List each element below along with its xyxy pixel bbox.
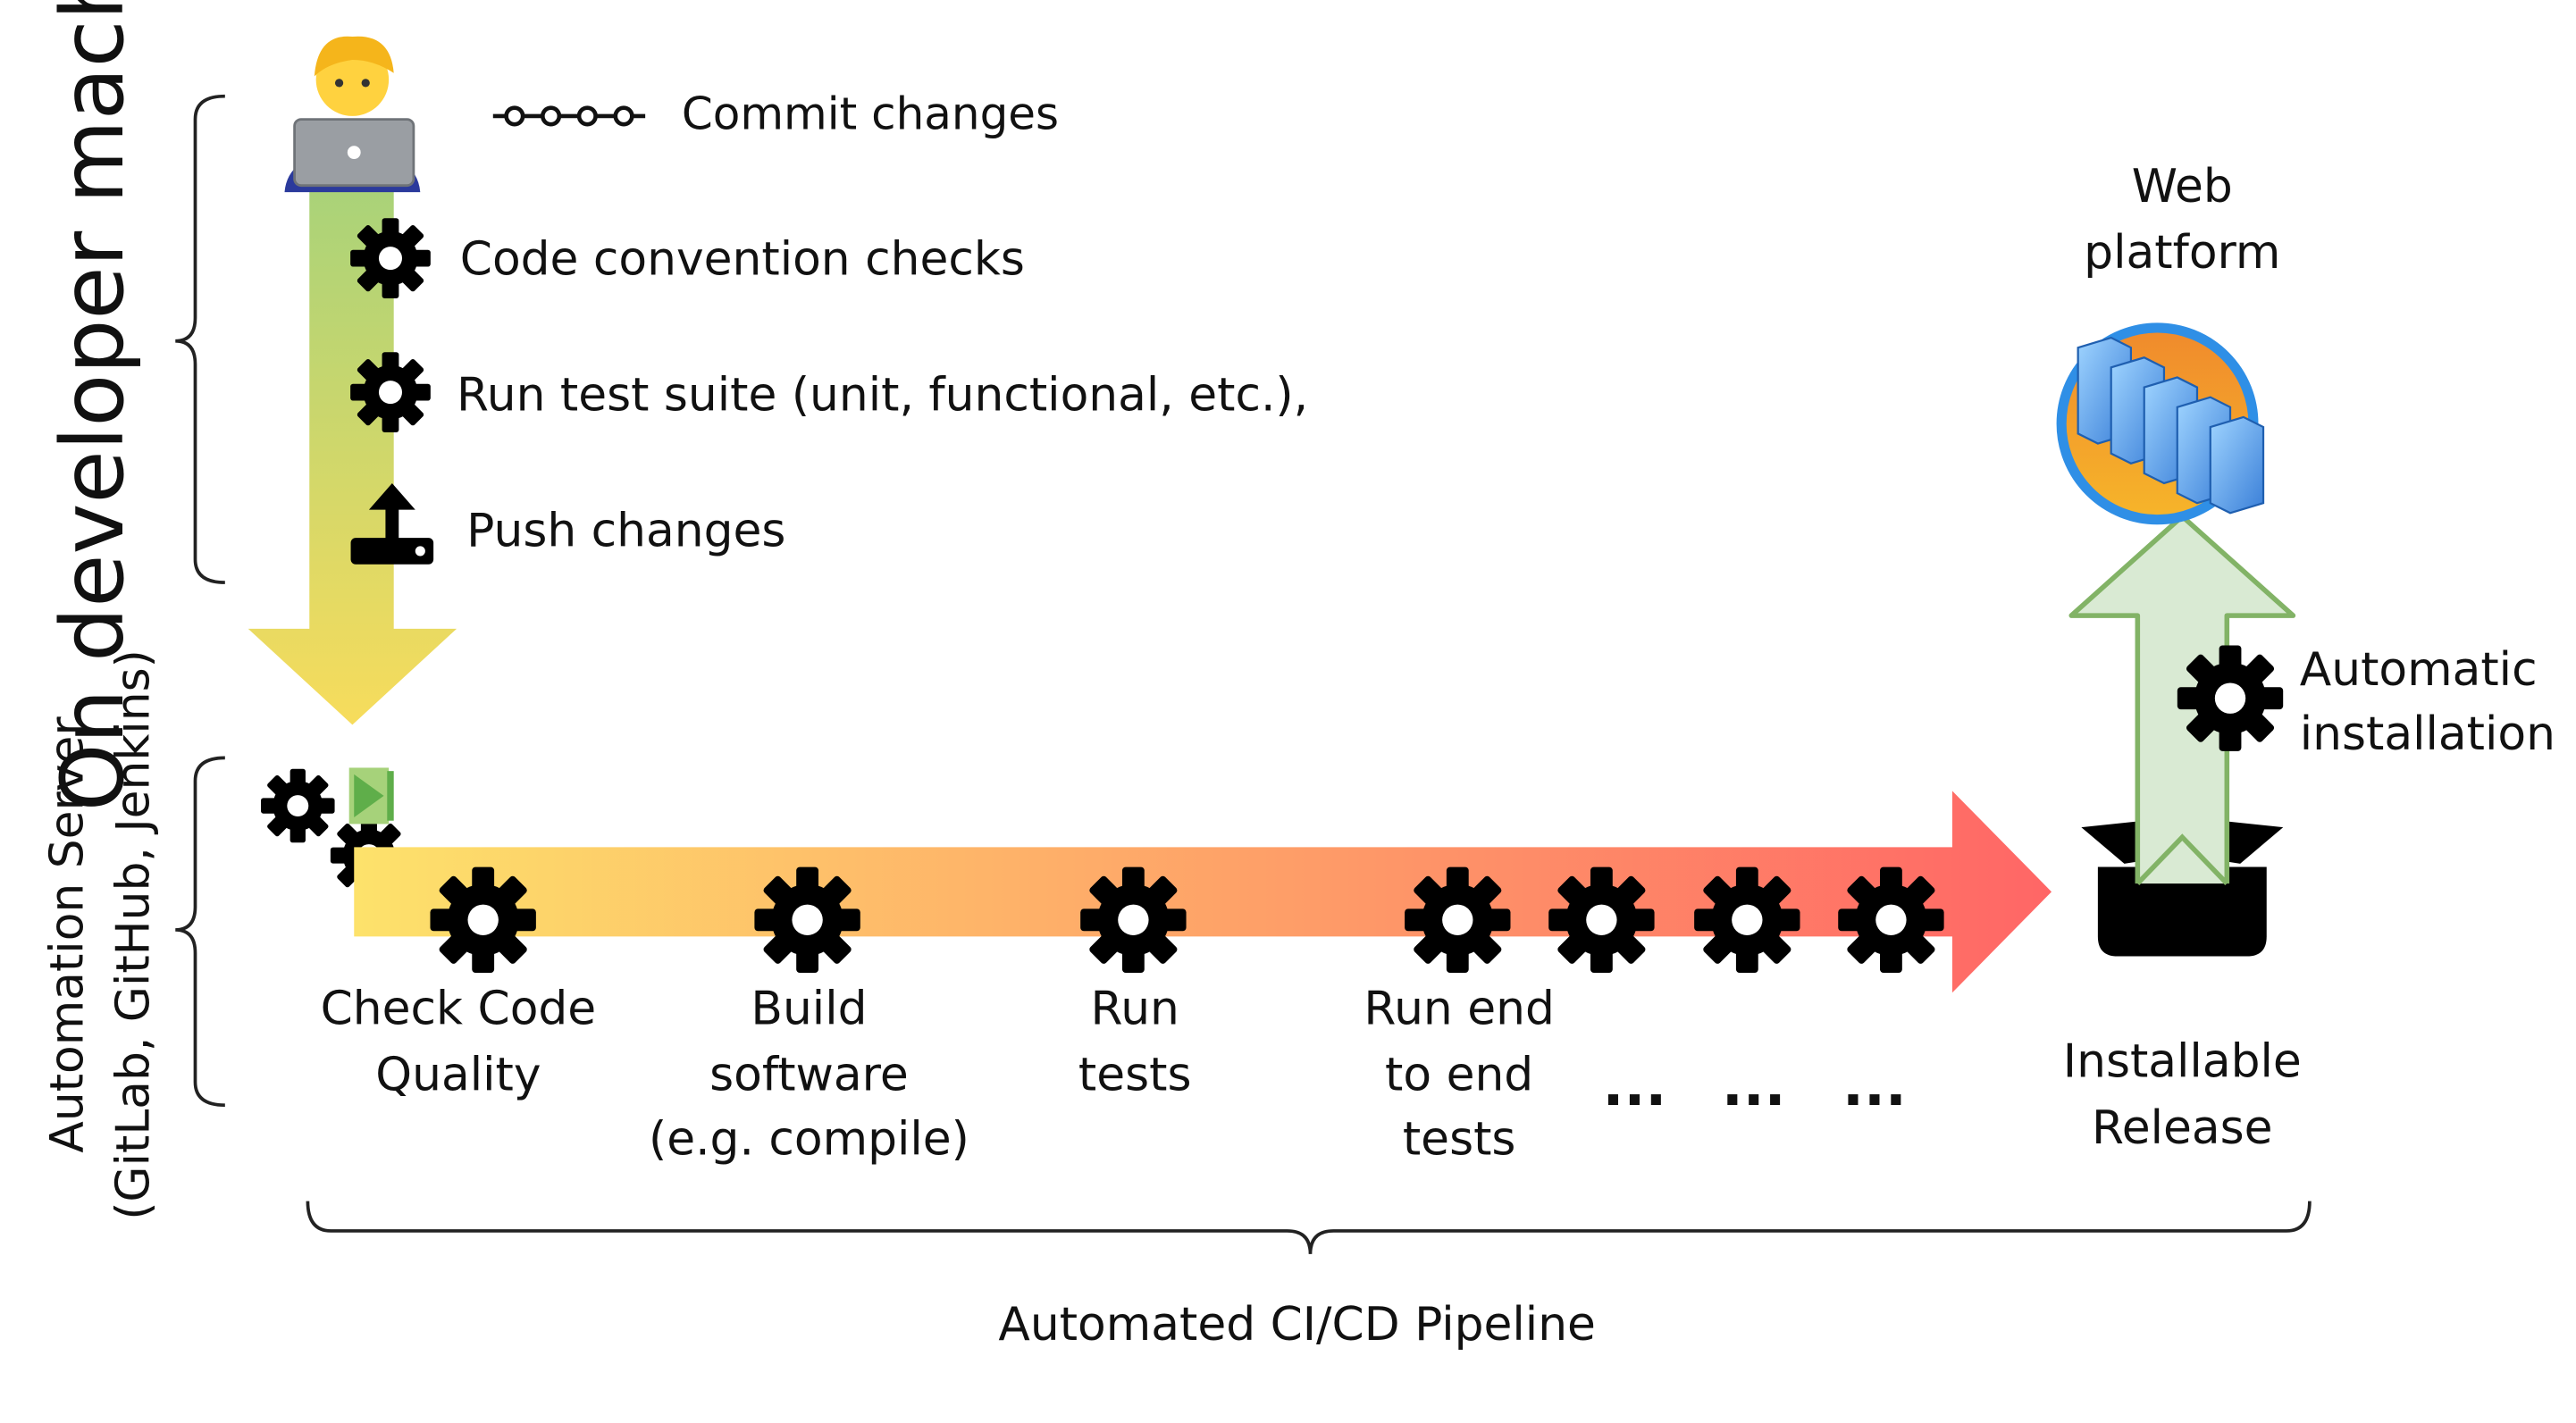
stage-check-code-quality: Check Code Quality bbox=[321, 982, 597, 1101]
developer-avatar bbox=[284, 36, 421, 193]
release-label-line2: Release bbox=[2092, 1101, 2273, 1155]
test-suite-label: Run test suite (unit, functional, etc.), bbox=[457, 369, 1308, 423]
svg-text:tests: tests bbox=[1078, 1049, 1192, 1102]
pipeline-gear-icon-6 bbox=[1694, 866, 1800, 974]
more-stages-ellipsis-2: ... bbox=[1722, 1053, 1786, 1118]
e2e-tests-gear-icon bbox=[1405, 866, 1511, 974]
svg-text:to end: to end bbox=[1385, 1049, 1533, 1102]
build-gear-icon bbox=[754, 866, 860, 974]
svg-text:Run: Run bbox=[1091, 982, 1179, 1035]
code-convention-label: Code convention checks bbox=[460, 233, 1025, 287]
server-side-label-line2: (GitLab, GitHub, Jenkins) bbox=[107, 649, 161, 1220]
server-brace bbox=[175, 756, 225, 1108]
web-label-line2: platform bbox=[2084, 226, 2280, 280]
svg-text:Run end: Run end bbox=[1364, 982, 1555, 1035]
svg-text:Check Code: Check Code bbox=[321, 982, 597, 1035]
developer-brace bbox=[175, 94, 225, 584]
developer-flow-arrow bbox=[248, 165, 457, 725]
install-gear-icon bbox=[2177, 645, 2284, 751]
upload-icon bbox=[350, 482, 434, 565]
pipeline-brace bbox=[306, 1201, 2312, 1254]
web-label-line1: Web bbox=[2132, 160, 2233, 213]
server-side-label-line1: Automation Server bbox=[41, 716, 95, 1153]
install-label-line2: installation bbox=[2300, 707, 2555, 761]
svg-text:(e.g. compile): (e.g. compile) bbox=[649, 1113, 969, 1167]
server-gear-icon-large bbox=[261, 768, 335, 843]
web-platform-server-icon bbox=[2056, 322, 2265, 525]
run-tests-gear-icon bbox=[1080, 866, 1187, 974]
stage-run-end-to-end-tests: Run end to end tests bbox=[1364, 982, 1555, 1166]
push-changes-label: Push changes bbox=[466, 504, 785, 557]
release-label-line1: Installable bbox=[2063, 1035, 2302, 1089]
developer-side-label: On developer machine bbox=[43, 0, 143, 811]
svg-text:Build: Build bbox=[751, 982, 867, 1035]
stage-build-software: Build software (e.g. compile) bbox=[649, 982, 969, 1166]
svg-text:software: software bbox=[709, 1049, 909, 1102]
commit-icon bbox=[492, 105, 646, 127]
test-suite-gear-icon bbox=[350, 352, 431, 432]
svg-text:Quality: Quality bbox=[375, 1049, 541, 1102]
more-stages-ellipsis-3: ... bbox=[1842, 1053, 1907, 1118]
more-stages-ellipsis-1: ... bbox=[1603, 1053, 1667, 1118]
stage-run-tests: Run tests bbox=[1078, 982, 1192, 1101]
pipeline-label: Automated CI/CD Pipeline bbox=[998, 1298, 1596, 1352]
commit-label: Commit changes bbox=[682, 88, 1059, 140]
check-quality-gear-icon bbox=[430, 866, 536, 974]
play-next-icon bbox=[348, 767, 394, 825]
pipeline-arrow bbox=[354, 791, 2052, 993]
install-label-line1: Automatic bbox=[2300, 643, 2538, 697]
pipeline-gear-icon-7 bbox=[1838, 866, 1944, 974]
code-convention-gear-icon bbox=[350, 218, 431, 298]
pipeline-gear-icon-5 bbox=[1548, 866, 1655, 974]
svg-text:tests: tests bbox=[1403, 1113, 1516, 1167]
install-arrow-base bbox=[2135, 833, 2229, 885]
